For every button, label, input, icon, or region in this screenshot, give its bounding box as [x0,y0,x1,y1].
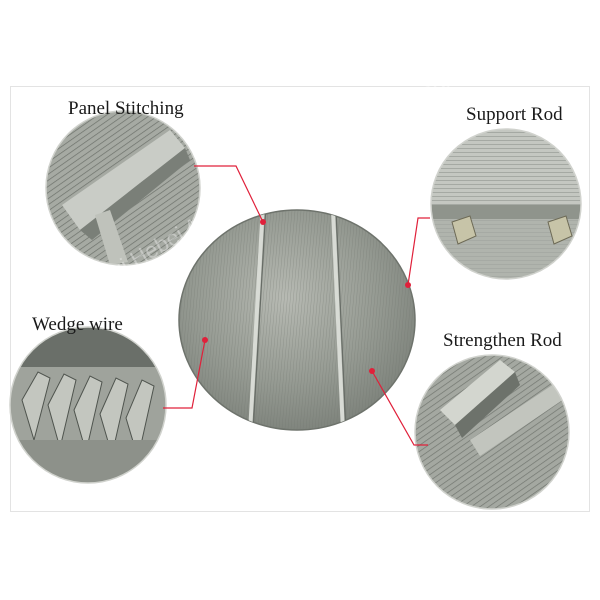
label-support-rod: Support Rod [466,104,563,125]
label-panel-stitching: Panel Stitching [68,98,184,119]
callout-dot-support-rod [405,282,411,288]
label-strengthen-rod: Strengthen Rod [443,330,562,351]
callout-dot-panel-stitching [260,219,266,225]
callout-dot-strengthen-rod [369,368,375,374]
leader-line-panel-stitching [194,165,264,223]
wedge-wire-disc [178,209,416,431]
panel-stitching-detail [45,110,201,266]
wedge-wire-detail [9,326,167,484]
leader-lines [163,165,430,446]
strengthen-rod-detail [414,354,570,510]
callout-dot-wedge-wire [202,337,208,343]
label-wedge-wire: Wedge wire [32,314,123,335]
disc-stitch-seams [248,210,347,430]
support-rod-detail [430,128,582,280]
leader-line-wedge-wire [163,339,206,409]
leader-line-strengthen-rod [371,370,428,446]
leader-line-support-rod [407,217,430,286]
